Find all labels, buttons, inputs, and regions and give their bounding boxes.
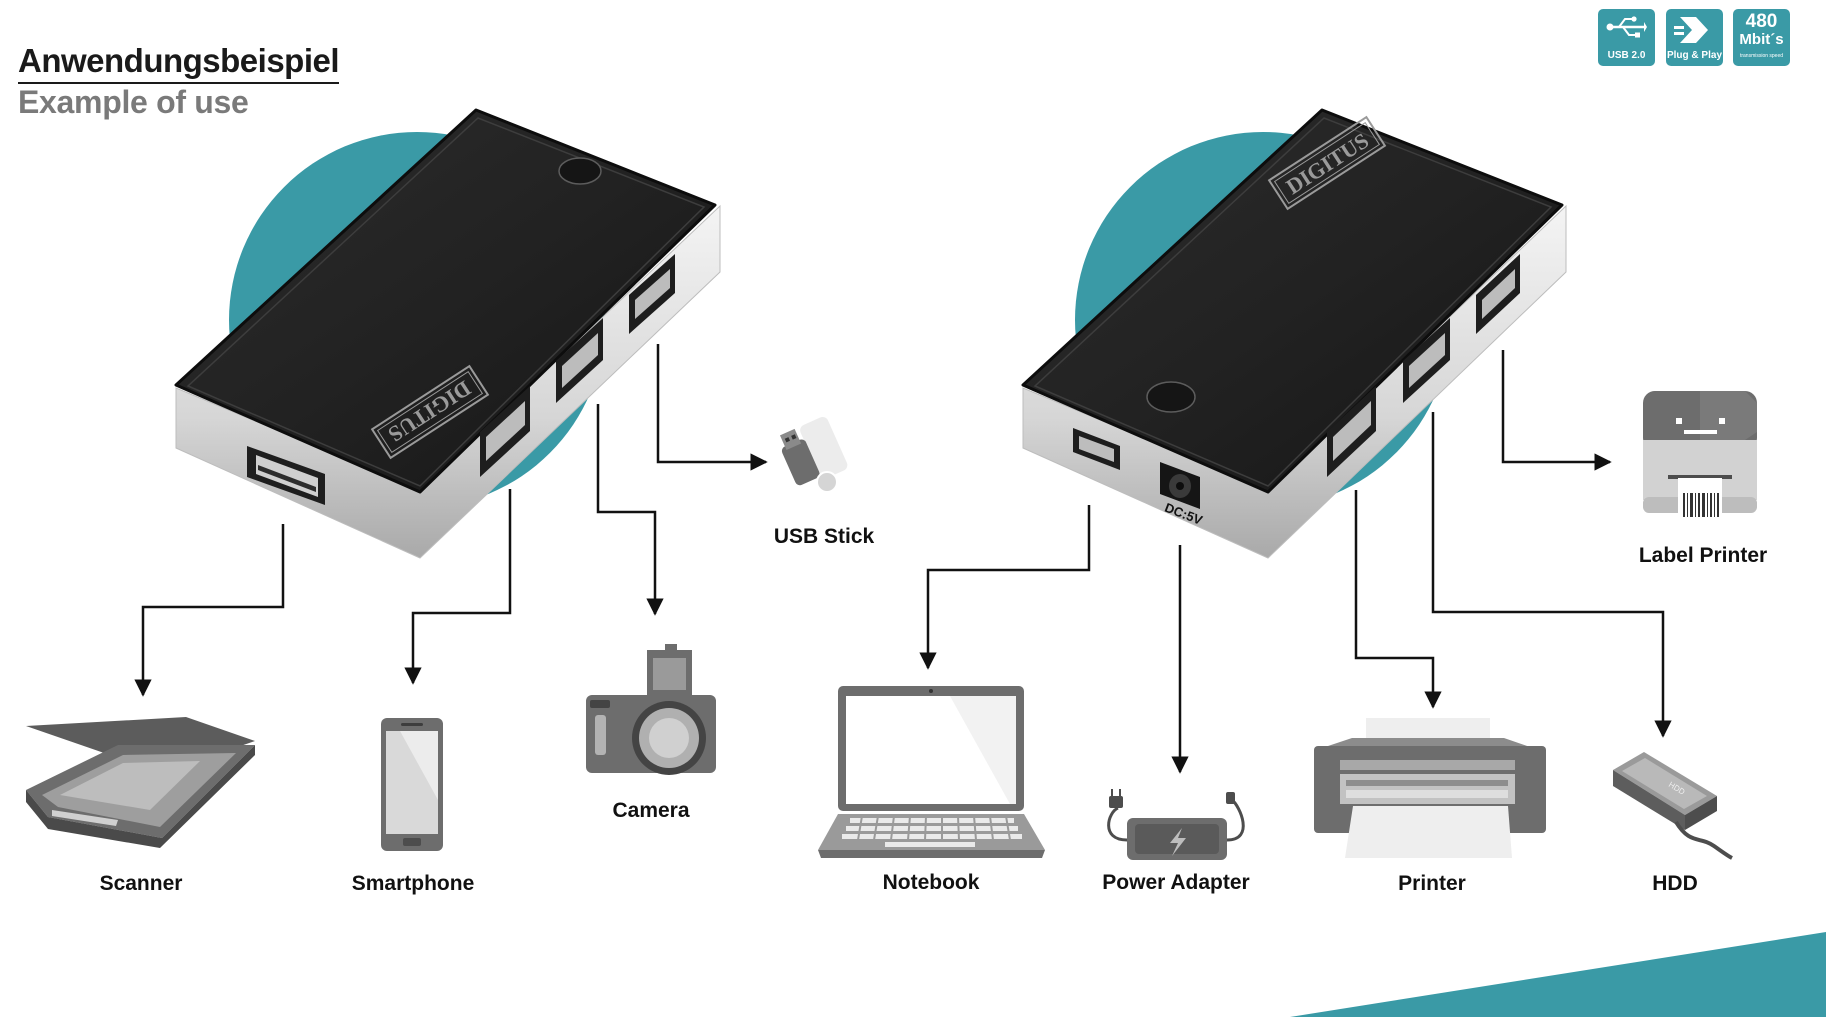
usb-a-port (247, 446, 325, 505)
smartphone-icon (381, 718, 443, 851)
arrow-label-printer (1501, 350, 1612, 471)
dc-power-jack (1160, 462, 1200, 509)
usb-port-r1 (1327, 386, 1376, 477)
connector-arrows (134, 344, 1672, 774)
title-english: Example of use (18, 84, 249, 120)
mini-usb-port (1073, 428, 1120, 470)
label-printer: Printer (1398, 872, 1466, 895)
usb-trident-icon (1606, 16, 1647, 38)
label-power-adapter: Power Adapter (1102, 871, 1250, 894)
speed-value: 480 Mbit´s (1739, 11, 1784, 48)
arrow-hdd (1431, 412, 1672, 738)
arrow-scanner (134, 524, 285, 697)
label-usb-stick: USB Stick (773, 525, 875, 548)
title-german: Anwendungsbeispiel (18, 42, 340, 84)
label-scanner: Scanner (99, 872, 183, 895)
printer-icon (1314, 718, 1546, 858)
usb2-badge-caption: USB 2.0 (1607, 50, 1646, 61)
label-camera: Camera (612, 799, 690, 822)
arrow-notebook (919, 505, 1091, 670)
notebook-icon (818, 686, 1045, 858)
usb-hub-left: DIGITUS (174, 108, 721, 559)
usb2-badge: USB 2.0 (1598, 9, 1655, 66)
label-hdd: HDD (1652, 872, 1698, 895)
hdd-icon: HDD (1613, 752, 1733, 860)
arrow-camera (596, 404, 664, 616)
usb-port-2 (556, 318, 603, 403)
label-printer-icon (1643, 391, 1757, 523)
plug-and-play-caption: Plug & Play (1666, 50, 1722, 61)
plug-arrow-icon (1674, 17, 1708, 43)
usb-port-r2 (1403, 318, 1450, 403)
arrow-smartphone (404, 489, 512, 685)
speed-badge: 480 Mbit´s transmission speed (1733, 9, 1790, 66)
label-smartphone: Smartphone (351, 872, 475, 895)
usb-hub-right: DIGITUS DC:5V (1021, 108, 1567, 559)
corner-wedge (1290, 932, 1826, 1017)
usb-stick-icon (779, 417, 848, 493)
arrow-printer (1354, 490, 1442, 709)
power-adapter-icon (1107, 789, 1245, 860)
speed-caption: transmission speed (1739, 53, 1784, 59)
label-notebook: Notebook (882, 871, 980, 894)
usb-port-r3 (1476, 254, 1520, 334)
scanner-icon (26, 717, 255, 848)
usb-port-1 (480, 386, 530, 477)
camera-icon (586, 644, 716, 775)
usb-port-3 (629, 254, 675, 334)
hub-left-button (558, 157, 602, 185)
plug-and-play-badge: Plug & Play (1666, 9, 1723, 66)
hub-right-button (1146, 381, 1196, 413)
label-label-printer: Label Printer (1638, 544, 1768, 567)
arrow-usb-stick (656, 344, 768, 471)
